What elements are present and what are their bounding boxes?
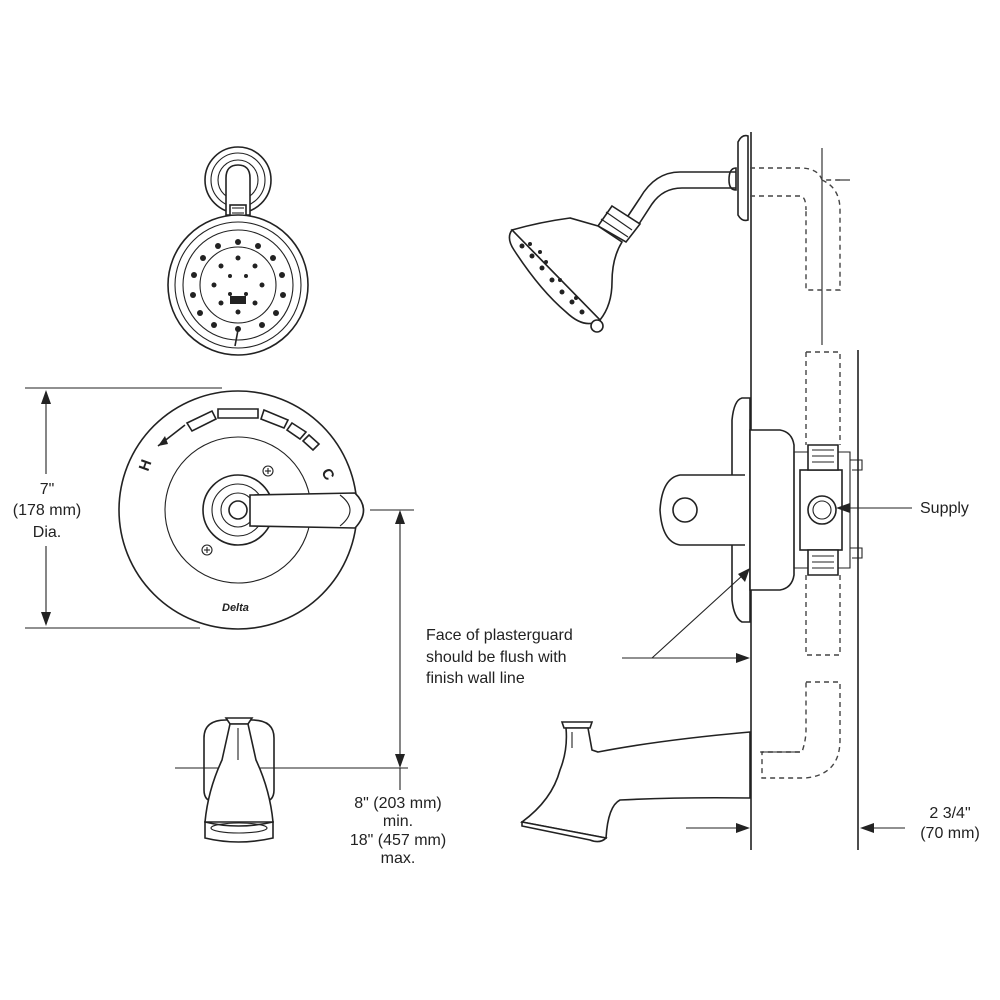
valve-trim-front-view: H C Delta	[25, 387, 365, 630]
showerhead-front-view	[167, 146, 309, 356]
spout-distance-dimension: 8" (203 mm) min. 18" (457 mm) max.	[350, 509, 446, 867]
trim-diameter-metric-label: (178 mm)	[13, 502, 81, 519]
plasterguard-label-line2: should be flush with	[426, 649, 567, 666]
spout-min-label: 8" (203 mm)	[354, 795, 441, 812]
trim-diameter-dia-label: Dia.	[33, 524, 61, 541]
concealed-piping	[750, 167, 850, 779]
lever-handle	[228, 492, 365, 529]
trim-diameter-label: 7"	[40, 481, 55, 498]
plasterguard-label-line1: Face of plasterguard	[426, 627, 573, 644]
tub-spout-side-view	[520, 721, 751, 843]
side-spray-nozzles	[519, 242, 585, 315]
plasterguard-callout: Face of plasterguard should be flush wit…	[426, 568, 750, 687]
valve-trim-side-view	[659, 397, 863, 623]
wall-depth-metric-label: (70 mm)	[920, 825, 980, 842]
trim-diameter-dimension: 7" (178 mm) Dia.	[13, 390, 81, 626]
wall-depth-dimension: 2 3/4" (70 mm)	[686, 805, 980, 842]
plasterguard-label-line3: finish wall line	[426, 670, 525, 687]
spray-nozzles	[190, 239, 286, 332]
supply-label: Supply	[920, 500, 969, 517]
spout-max-label: 18" (457 mm)	[350, 832, 446, 849]
wall-depth-label: 2 3/4"	[929, 805, 970, 822]
brand-logo: Delta	[222, 602, 249, 614]
spout-min-suffix: min.	[383, 813, 413, 830]
tub-spout-front-view	[175, 717, 408, 843]
side-view: 2 3/4" (70 mm) Supply Face of plastergua…	[426, 132, 980, 850]
temperature-scale-arc	[157, 408, 321, 452]
supply-callout: Supply	[836, 500, 969, 517]
spout-max-suffix: max.	[381, 850, 416, 867]
showerhead-side-view	[508, 134, 749, 333]
